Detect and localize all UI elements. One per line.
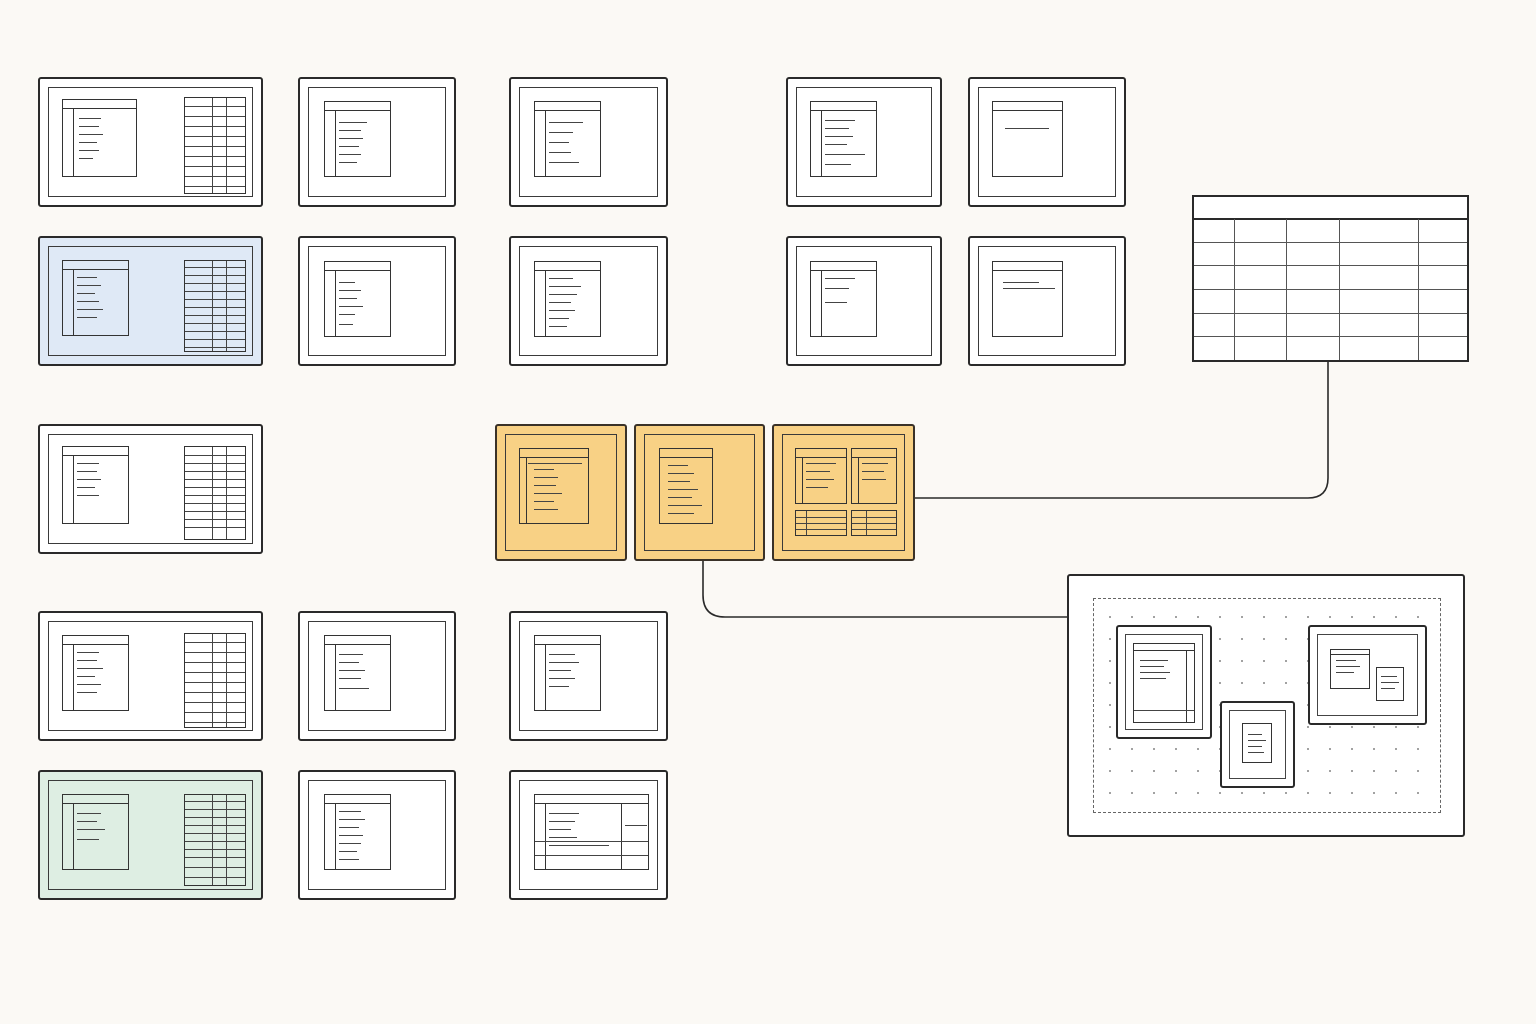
document-icon xyxy=(1376,667,1404,701)
layout-canvas[interactable] xyxy=(1067,574,1465,837)
document-icon xyxy=(534,635,601,711)
table-grid-icon xyxy=(184,446,246,540)
document-icon xyxy=(324,261,391,337)
nested-frame[interactable] xyxy=(1220,701,1295,788)
document-icon xyxy=(62,446,129,524)
document-icon xyxy=(810,261,877,337)
frame-card[interactable] xyxy=(968,77,1126,207)
document-icon xyxy=(659,448,713,524)
document-icon xyxy=(992,101,1063,177)
document-icon xyxy=(324,794,391,870)
dashed-boundary xyxy=(1093,598,1441,813)
frame-card-wide[interactable] xyxy=(38,77,263,207)
frame-card[interactable] xyxy=(786,77,942,207)
document-icon xyxy=(795,448,847,504)
table-grid-icon xyxy=(184,260,246,352)
table-grid-icon xyxy=(184,97,246,194)
frame-card[interactable] xyxy=(298,611,456,741)
frame-card-highlighted[interactable] xyxy=(634,424,765,561)
table-grid-icon xyxy=(184,633,246,728)
nested-frame[interactable] xyxy=(1308,625,1427,725)
frame-card-wide[interactable] xyxy=(38,611,263,741)
table-grid-large[interactable] xyxy=(1192,195,1469,362)
connector-amber-to-canvas xyxy=(702,560,1067,618)
frame-card-wide-selected-green[interactable] xyxy=(38,770,263,900)
document-icon xyxy=(62,794,129,870)
connector-amber-to-table xyxy=(914,362,1329,499)
document-icon xyxy=(62,99,137,177)
frame-card-highlighted-split[interactable] xyxy=(772,424,915,561)
frame-card[interactable] xyxy=(509,236,668,366)
frame-card[interactable] xyxy=(509,77,668,207)
frame-card[interactable] xyxy=(968,236,1126,366)
document-icon xyxy=(851,448,897,504)
document-icon xyxy=(534,794,649,870)
table-grid-icon xyxy=(795,510,847,536)
table-grid-icon xyxy=(184,794,246,886)
document-icon xyxy=(534,261,601,337)
document-icon xyxy=(324,101,391,177)
document-icon xyxy=(534,101,601,177)
frame-card[interactable] xyxy=(298,77,456,207)
document-icon xyxy=(992,261,1063,337)
document-icon xyxy=(1330,649,1370,689)
document-icon xyxy=(1242,723,1272,763)
document-icon xyxy=(1133,643,1195,723)
nested-frame[interactable] xyxy=(1116,625,1212,739)
frame-card[interactable] xyxy=(786,236,942,366)
document-icon xyxy=(519,448,589,524)
frame-card[interactable] xyxy=(509,611,668,741)
frame-card-wide[interactable] xyxy=(38,424,263,554)
frame-card[interactable] xyxy=(298,236,456,366)
frame-card-wide-selected-blue[interactable] xyxy=(38,236,263,366)
document-icon xyxy=(62,635,129,711)
frame-card[interactable] xyxy=(298,770,456,900)
document-icon xyxy=(62,260,129,336)
frame-card-highlighted[interactable] xyxy=(495,424,627,561)
table-grid-icon xyxy=(851,510,897,536)
frame-card-with-grid[interactable] xyxy=(509,770,668,900)
document-icon xyxy=(810,101,877,177)
document-icon xyxy=(324,635,391,711)
